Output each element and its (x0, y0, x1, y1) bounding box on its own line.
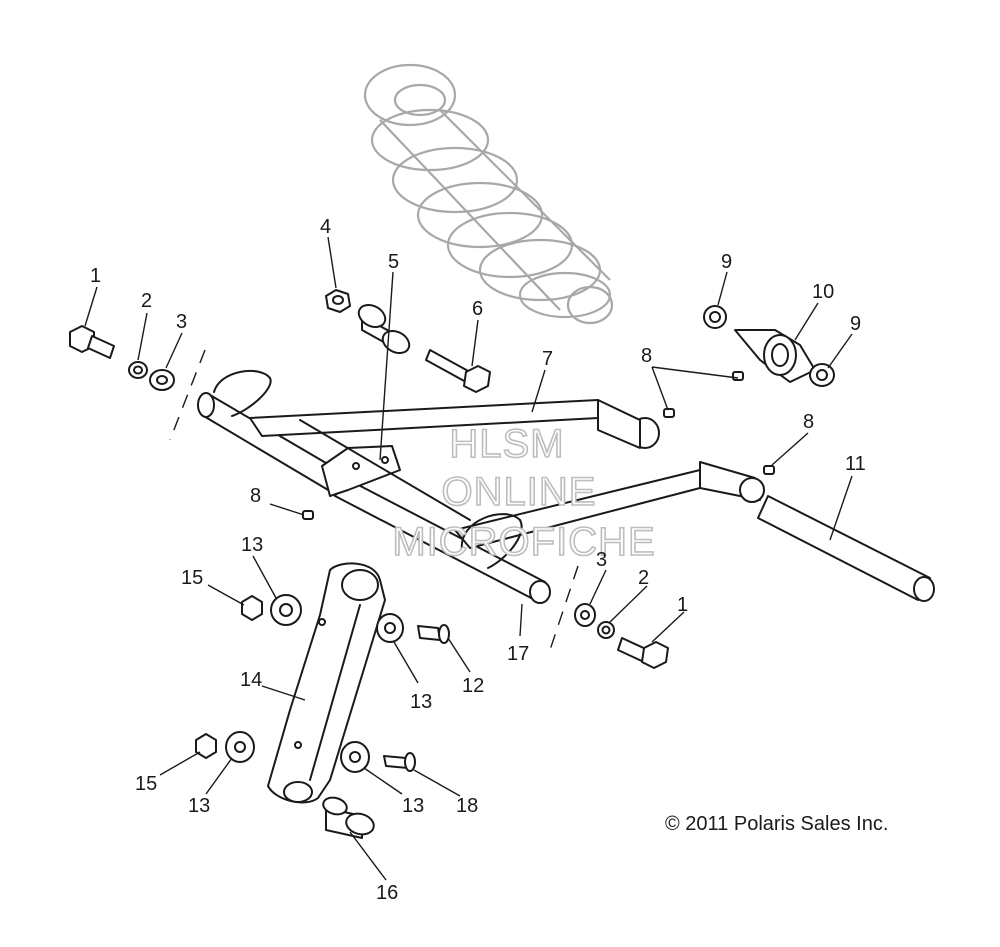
callout-4: 4 (320, 216, 331, 238)
callout-12: 12 (462, 675, 484, 697)
link-arm (267, 562, 386, 804)
callout-1-right: 1 (677, 594, 688, 616)
watermark: HLSM ONLINE MICROFICHE (392, 421, 656, 565)
spacer-sleeve (357, 303, 411, 355)
bushing-bracket (703, 305, 835, 387)
bolt-right (617, 637, 669, 669)
callout-8-left: 8 (250, 485, 261, 507)
callout-5: 5 (388, 251, 399, 273)
bolt-12 (417, 624, 450, 644)
callout-10: 10 (812, 281, 834, 303)
leader-lines (84, 236, 853, 881)
callout-8-right: 8 (803, 411, 814, 433)
nut-lower (195, 733, 217, 759)
callout-18: 18 (456, 795, 478, 817)
callout-15-upper: 15 (181, 567, 203, 589)
callout-1-left: 1 (90, 265, 101, 287)
grease-fitting-right (763, 465, 775, 475)
callouts: 1 2 3 4 5 6 7 8 9 10 9 8 11 8 13 15 3 2 … (90, 216, 866, 904)
callout-3-right: 3 (596, 549, 607, 571)
callout-9-right: 9 (850, 313, 861, 335)
callout-8-top: 8 (641, 345, 652, 367)
washer-lower-right (340, 741, 370, 773)
shock-bolt (425, 349, 491, 393)
nut (325, 289, 351, 313)
axis-line-right (549, 565, 579, 651)
bolt-left (69, 325, 115, 359)
bolt-18 (383, 752, 416, 772)
washer-upper-right (376, 613, 404, 643)
lock-washer-right (597, 621, 615, 639)
callout-9-top: 9 (721, 251, 732, 273)
copyright-notice: © 2011 Polaris Sales Inc. (665, 813, 888, 835)
watermark-line-2: ONLINE (442, 470, 597, 514)
callout-14: 14 (240, 669, 262, 691)
watermark-line-1: HLSM (449, 422, 564, 466)
lock-washer-left (128, 361, 148, 379)
grease-fitting-left (302, 510, 314, 520)
callout-3-left: 3 (176, 311, 187, 333)
callout-2-left: 2 (141, 290, 152, 312)
callout-13-lower-right: 13 (402, 795, 424, 817)
sleeve-16 (322, 796, 375, 839)
shaft (757, 495, 935, 602)
washer-upper-left (270, 594, 302, 626)
callout-7: 7 (542, 348, 553, 370)
callout-13-upper-left: 13 (241, 534, 263, 556)
washer-left (149, 369, 175, 391)
callout-16: 16 (376, 882, 398, 904)
washer-right (574, 603, 596, 627)
callout-17: 17 (507, 643, 529, 665)
axis-line-left (169, 349, 206, 441)
control-arm-assembly (197, 369, 765, 604)
callout-11: 11 (845, 453, 866, 475)
washer-lower-left (225, 731, 255, 763)
watermark-line-3: MICROFICHE (392, 520, 655, 564)
callout-2-right: 2 (638, 567, 649, 589)
grease-fitting-top (663, 371, 744, 418)
callout-13-upper-right: 13 (410, 691, 432, 713)
callout-13-lower-left: 13 (188, 795, 210, 817)
callout-15-lower: 15 (135, 773, 157, 795)
callout-6: 6 (472, 298, 483, 320)
shock-spring-ghost (363, 63, 614, 325)
nut-upper (241, 595, 263, 621)
